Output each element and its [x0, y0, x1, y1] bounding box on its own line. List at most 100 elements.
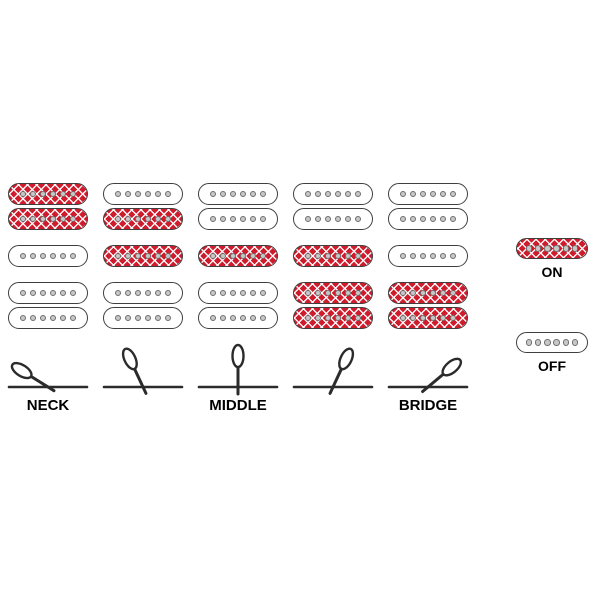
pole-piece-dot	[449, 215, 457, 223]
pole-piece-dot	[114, 252, 122, 260]
neck-position-label: NECK	[26, 397, 70, 414]
legend-off-label: OFF	[538, 358, 566, 374]
pole-piece-dot	[334, 252, 342, 260]
pole-piece-dot	[69, 252, 77, 260]
neck-humbucker-inner-coil	[293, 208, 373, 230]
pole-piece-dot	[259, 289, 267, 297]
bridge-humbucker-outer-coil	[198, 307, 278, 329]
pole-piece-dot	[429, 252, 437, 260]
pole-piece-dot	[154, 190, 162, 198]
pole-piece-dot	[134, 314, 142, 322]
pole-piece-dot	[429, 314, 437, 322]
pole-piece-dot	[124, 314, 132, 322]
neck-humbucker-outer-coil	[388, 183, 468, 205]
pole-piece-dot	[154, 215, 162, 223]
pole-piece-dot	[409, 215, 417, 223]
pole-piece-dot	[29, 190, 37, 198]
pole-piece-dot	[164, 289, 172, 297]
middle-position-label: MIDDLE	[209, 397, 267, 414]
pole-piece-dot	[354, 252, 362, 260]
legend-off-item: OFF	[516, 332, 588, 374]
pole-piece-dot	[354, 190, 362, 198]
pickup-selector-diagram	[7, 183, 469, 399]
pole-piece-dot	[259, 252, 267, 260]
pole-piece-dot	[39, 289, 47, 297]
pole-piece-dot	[19, 314, 27, 322]
pole-piece-dot	[144, 215, 152, 223]
pole-piece-dot	[304, 190, 312, 198]
pole-piece-dot	[209, 190, 217, 198]
pole-piece-dot	[399, 190, 407, 198]
pole-piece-dot	[59, 289, 67, 297]
pole-piece-dot	[419, 314, 427, 322]
neck-humbucker-outer-coil	[293, 183, 373, 205]
pole-piece-dot	[409, 190, 417, 198]
switch-lever-icon	[328, 347, 355, 395]
neck-humbucker-outer-coil	[198, 183, 278, 205]
neck-humbucker-inner-coil	[103, 208, 183, 230]
pole-piece-dot	[429, 289, 437, 297]
neck-humbucker-inner-coil	[388, 208, 468, 230]
legend: ON OFF	[516, 238, 588, 374]
pole-piece-dot	[144, 314, 152, 322]
switch-lever-icon	[231, 343, 245, 396]
pole-piece-dot	[154, 314, 162, 322]
pole-piece-dot	[154, 252, 162, 260]
pole-piece-dot	[209, 252, 217, 260]
pole-piece-dot	[399, 314, 407, 322]
pole-piece-dot	[144, 190, 152, 198]
pole-piece-dot	[571, 245, 579, 252]
bridge-humbucker	[388, 282, 468, 329]
pole-piece-dot	[19, 215, 27, 223]
pole-piece-dot	[39, 252, 47, 260]
pole-piece-dot	[239, 314, 247, 322]
pole-piece-dot	[134, 252, 142, 260]
pole-piece-dot	[534, 245, 542, 252]
pole-piece-dot	[164, 314, 172, 322]
neck-humbucker	[103, 183, 183, 230]
pole-piece-dot	[114, 314, 122, 322]
pole-piece-dot	[19, 289, 27, 297]
selector-switch	[387, 357, 469, 393]
pole-piece-dot	[304, 289, 312, 297]
pole-piece-dot	[114, 190, 122, 198]
pole-piece-dot	[29, 252, 37, 260]
middle-pickup	[198, 245, 278, 267]
pole-piece-dot	[69, 314, 77, 322]
pole-piece-dot	[154, 289, 162, 297]
pole-piece-dot	[324, 190, 332, 198]
pole-piece-dot	[134, 289, 142, 297]
pole-piece-dot	[525, 339, 533, 346]
neck-humbucker	[198, 183, 278, 230]
pole-piece-dot	[59, 314, 67, 322]
pole-piece-dot	[409, 314, 417, 322]
pole-piece-dot	[439, 215, 447, 223]
pole-piece-dot	[239, 252, 247, 260]
pole-piece-dot	[69, 190, 77, 198]
pole-piece-dot	[164, 190, 172, 198]
middle-pickup	[8, 245, 88, 267]
pole-piece-dot	[219, 252, 227, 260]
selector-switch	[7, 361, 89, 393]
bridge-humbucker	[8, 282, 88, 329]
pole-piece-dot	[259, 215, 267, 223]
pole-piece-dot	[249, 314, 257, 322]
pole-piece-dot	[114, 215, 122, 223]
pole-piece-dot	[164, 252, 172, 260]
pole-piece-dot	[334, 215, 342, 223]
middle-pickup	[103, 245, 183, 267]
pole-piece-dot	[324, 289, 332, 297]
pole-piece-dot	[344, 289, 352, 297]
pole-piece-dot	[229, 190, 237, 198]
pole-piece-dot	[239, 190, 247, 198]
pole-piece-dot	[449, 252, 457, 260]
bridge-humbucker-inner-coil	[8, 282, 88, 304]
pole-piece-dot	[399, 252, 407, 260]
pole-piece-dot	[354, 215, 362, 223]
switch-position-3	[197, 183, 279, 399]
pole-piece-dot	[419, 215, 427, 223]
pole-piece-dot	[449, 190, 457, 198]
pole-piece-dot	[439, 314, 447, 322]
switch-position-1	[7, 183, 89, 399]
pole-piece-dot	[409, 289, 417, 297]
